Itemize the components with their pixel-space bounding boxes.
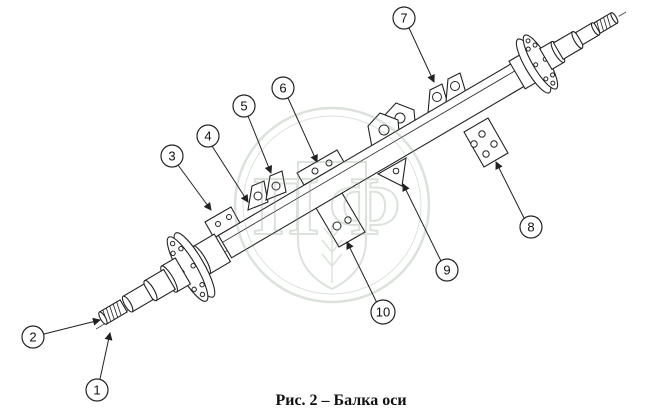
figure-caption: Рис. 2 – Балка оси — [275, 392, 406, 409]
lower-gusset-middle — [376, 156, 407, 187]
svg-text:4: 4 — [204, 129, 211, 144]
callout-3: 3 — [160, 144, 212, 211]
callout-7: 7 — [392, 6, 435, 83]
callout-5: 5 — [232, 94, 273, 174]
left-threaded-tip — [98, 299, 128, 325]
svg-text:7: 7 — [400, 11, 407, 26]
lug-ear-left-front — [265, 170, 287, 201]
watermark-wheat-icon — [321, 225, 343, 283]
svg-text:1: 1 — [93, 383, 100, 398]
left-shaft-step2 — [143, 268, 177, 302]
right-flange — [515, 34, 559, 94]
right-threaded-tip — [593, 11, 619, 34]
lower-plate-right — [463, 117, 509, 168]
watermark-shield — [297, 161, 367, 291]
callout-2: 2 — [21, 317, 101, 349]
left-shaft-step1 — [121, 283, 154, 313]
svg-text:10: 10 — [376, 305, 390, 320]
svg-text:6: 6 — [279, 81, 286, 96]
callout-10: 10 — [346, 241, 396, 325]
svg-text:9: 9 — [443, 263, 450, 278]
lower-plate-left — [315, 192, 366, 248]
svg-text:5: 5 — [240, 99, 247, 114]
callout-8: 8 — [495, 161, 543, 239]
callout-6: 6 — [271, 76, 318, 163]
callout-1: 1 — [85, 332, 113, 402]
lug-ear-left-rear — [247, 180, 269, 211]
svg-text:8: 8 — [527, 220, 534, 235]
left-flange — [166, 232, 216, 302]
watermark-letters: ПФ — [253, 160, 410, 253]
svg-text:2: 2 — [29, 330, 36, 345]
svg-text:3: 3 — [168, 149, 175, 164]
watermark-logo: ПФ — [233, 106, 431, 304]
callout-4: 4 — [196, 124, 249, 203]
callout-9: 9 — [402, 183, 459, 282]
right-collar — [538, 40, 566, 71]
